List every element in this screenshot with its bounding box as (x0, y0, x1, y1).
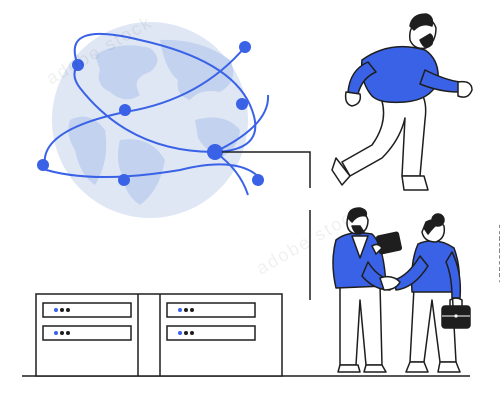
network-node (72, 59, 84, 71)
network-node (236, 98, 248, 110)
running-man-icon (331, 13, 473, 191)
network-node (239, 41, 251, 53)
network-node (252, 174, 264, 186)
briefcase-icon (441, 297, 471, 329)
server-rack-icon (35, 293, 283, 377)
orbit-nodes (37, 41, 264, 186)
network-node (119, 104, 131, 116)
network-node (118, 174, 130, 186)
network-node (207, 144, 223, 160)
tablet-icon (371, 231, 403, 256)
server-indicator-lights (54, 308, 194, 335)
globe-icon (52, 22, 248, 218)
network-node (37, 159, 49, 171)
